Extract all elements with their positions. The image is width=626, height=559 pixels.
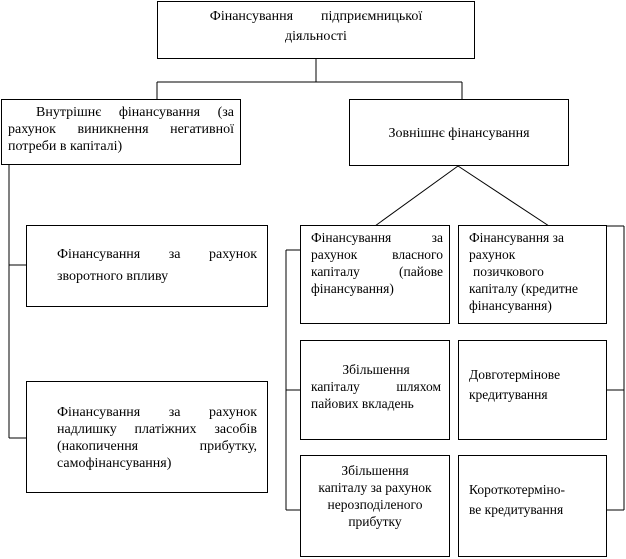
shares-line1: Збільшення (342, 362, 410, 377)
equity-line4: фінансування) (311, 281, 394, 296)
surplus-funds-box: Фінансування за рахунок надлишку платіжн… (26, 381, 268, 493)
shares-line2: капіталу шляхом (311, 379, 441, 394)
loan-financing-box: Фінансування за рахунок позичкового капі… (458, 225, 607, 324)
retained-line4: прибутку (348, 514, 402, 529)
reverse-line1: Фінансування за рахунок (57, 247, 257, 262)
long-term-credit-box: Довготермінове кредитування (458, 340, 607, 440)
external-label: Зовнішнє фінансування (388, 126, 530, 141)
shortterm-line2: ве кредитування (469, 502, 564, 517)
root-title-line1: Фінансування підприємницької (209, 9, 423, 24)
reverse-line2: зворотного впливу (57, 269, 169, 284)
root-title-line2: діяльності (285, 29, 347, 44)
surplus-line2: надлишку платіжних засобів (57, 422, 257, 437)
internal-financing-box: Внутрішнє фінансування (за рахунок виник… (1, 99, 241, 165)
equity-line3: капіталу (пайове (311, 264, 443, 279)
internal-line2: рахунок виникнення негативної (8, 122, 234, 137)
short-term-credit-box: Короткотерміно- ве кредитування (458, 455, 607, 557)
share-contributions-box: Збільшення капіталу шляхом пайових вклад… (300, 340, 450, 440)
loan-line5: фінансування) (469, 298, 552, 313)
shortterm-line1: Короткотерміно- (469, 482, 565, 497)
equity-line2: рахунок власного (311, 247, 443, 262)
root-box: Фінансування підприємницької діяльності (157, 1, 475, 59)
reverse-influence-box: Фінансування за рахунок зворотного вплив… (26, 225, 268, 307)
equity-financing-box: Фінансування за рахунок власного капітал… (300, 225, 450, 324)
retained-line1: Збільшення (341, 463, 409, 478)
surplus-line3: (накопичення прибутку, (57, 439, 257, 454)
shares-line3: пайових вкладень (311, 396, 414, 411)
internal-line1: Внутрішнє фінансування (за (36, 105, 234, 120)
longterm-line2: кредитування (469, 387, 548, 402)
external-financing-box: Зовнішнє фінансування (349, 99, 569, 166)
equity-line1: Фінансування за (311, 230, 443, 245)
loan-line4: капіталу (кредитне (469, 281, 579, 296)
longterm-line1: Довготермінове (469, 367, 561, 382)
loan-line2: рахунок (469, 247, 516, 262)
surplus-line1: Фінансування за рахунок (57, 405, 257, 420)
surplus-line4: самофінансування) (57, 456, 172, 471)
internal-line3: потреби в капіталі) (8, 139, 123, 154)
retained-profit-box: Збільшення капіталу за рахунок нерозподі… (300, 455, 450, 557)
loan-line1: Фінансування за (469, 230, 564, 245)
retained-line3: нерозподіленого (327, 497, 423, 512)
retained-line2: капіталу за рахунок (318, 480, 432, 495)
loan-line3: позичкового (473, 264, 544, 279)
